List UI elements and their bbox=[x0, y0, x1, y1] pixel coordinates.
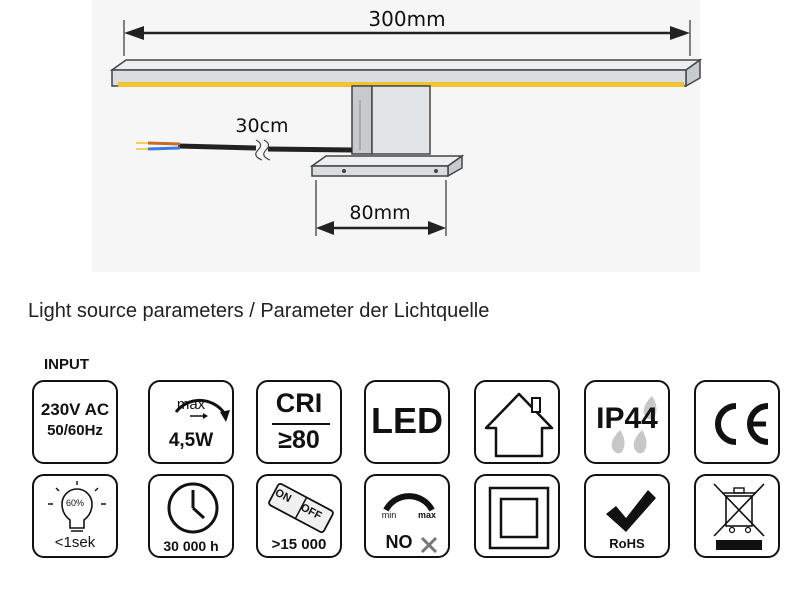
ip-label: IP44 bbox=[596, 402, 658, 435]
weee-tile bbox=[694, 474, 780, 558]
water-drops-icon bbox=[611, 396, 657, 454]
switch-cycles-value: >15 000 bbox=[271, 536, 327, 553]
rohs-tile: RoHS bbox=[584, 474, 670, 558]
protection-class-tile bbox=[474, 474, 560, 558]
lifetime-value: 30 000 h bbox=[163, 538, 219, 554]
lamp-diagram: 300mm 30cm 80mm bbox=[92, 0, 703, 272]
cable bbox=[267, 146, 353, 153]
voltage-tile: 230V AC 50/60Hz bbox=[32, 380, 118, 464]
base-plate bbox=[311, 165, 449, 177]
lifetime-tile: 30 000 h bbox=[148, 474, 234, 558]
power-max-label: max bbox=[176, 396, 206, 413]
dimmer-max-label: max bbox=[417, 510, 436, 520]
checkmark-icon bbox=[606, 490, 656, 532]
led-strip bbox=[118, 82, 684, 87]
power-value: 4,5W bbox=[168, 430, 214, 451]
section-title: Light source parameters / Parameter der … bbox=[28, 300, 490, 322]
voltage-line1: 230V AC bbox=[40, 400, 110, 419]
crossed-bin-icon bbox=[713, 483, 765, 550]
input-label: INPUT bbox=[44, 356, 89, 373]
led-label: LED bbox=[371, 400, 443, 441]
warmup-tile: 60% <1sek bbox=[32, 474, 118, 558]
power-tile: max 4,5W bbox=[148, 380, 234, 464]
dimmer-no-label: NO bbox=[385, 532, 413, 552]
cable-length-label: 30cm bbox=[235, 115, 288, 137]
clock-icon bbox=[167, 482, 219, 534]
ce-tile bbox=[694, 380, 780, 464]
indoor-tile bbox=[474, 380, 560, 464]
warmup-percent: 60% bbox=[65, 498, 84, 508]
cri-tile: CRI ≥80 bbox=[256, 380, 342, 464]
dimmer-arc-icon bbox=[383, 493, 438, 554]
power-arc-icon bbox=[174, 398, 230, 422]
lamp-stem bbox=[371, 85, 431, 155]
house-icon bbox=[484, 392, 554, 458]
rohs-label: RoHS bbox=[609, 536, 645, 551]
double-square-icon bbox=[488, 486, 550, 550]
base-length-label: 80mm bbox=[349, 202, 410, 224]
warmup-time: <1sek bbox=[54, 534, 96, 551]
switch-cycles-tile: ON OFF >15 000 bbox=[256, 474, 342, 558]
length-label: 300mm bbox=[368, 7, 445, 31]
cri-label: CRI bbox=[275, 388, 323, 418]
bulb-icon bbox=[48, 481, 106, 532]
dimmer-tile: min max NO bbox=[364, 474, 450, 558]
ce-mark-icon bbox=[715, 403, 769, 445]
cri-value: ≥80 bbox=[278, 426, 320, 454]
switch-icon bbox=[268, 483, 334, 533]
ip-rating-tile: IP44 bbox=[584, 380, 670, 464]
dimmer-min-label: min bbox=[381, 510, 397, 520]
voltage-line2: 50/60Hz bbox=[47, 422, 103, 439]
led-tile: LED bbox=[364, 380, 450, 464]
